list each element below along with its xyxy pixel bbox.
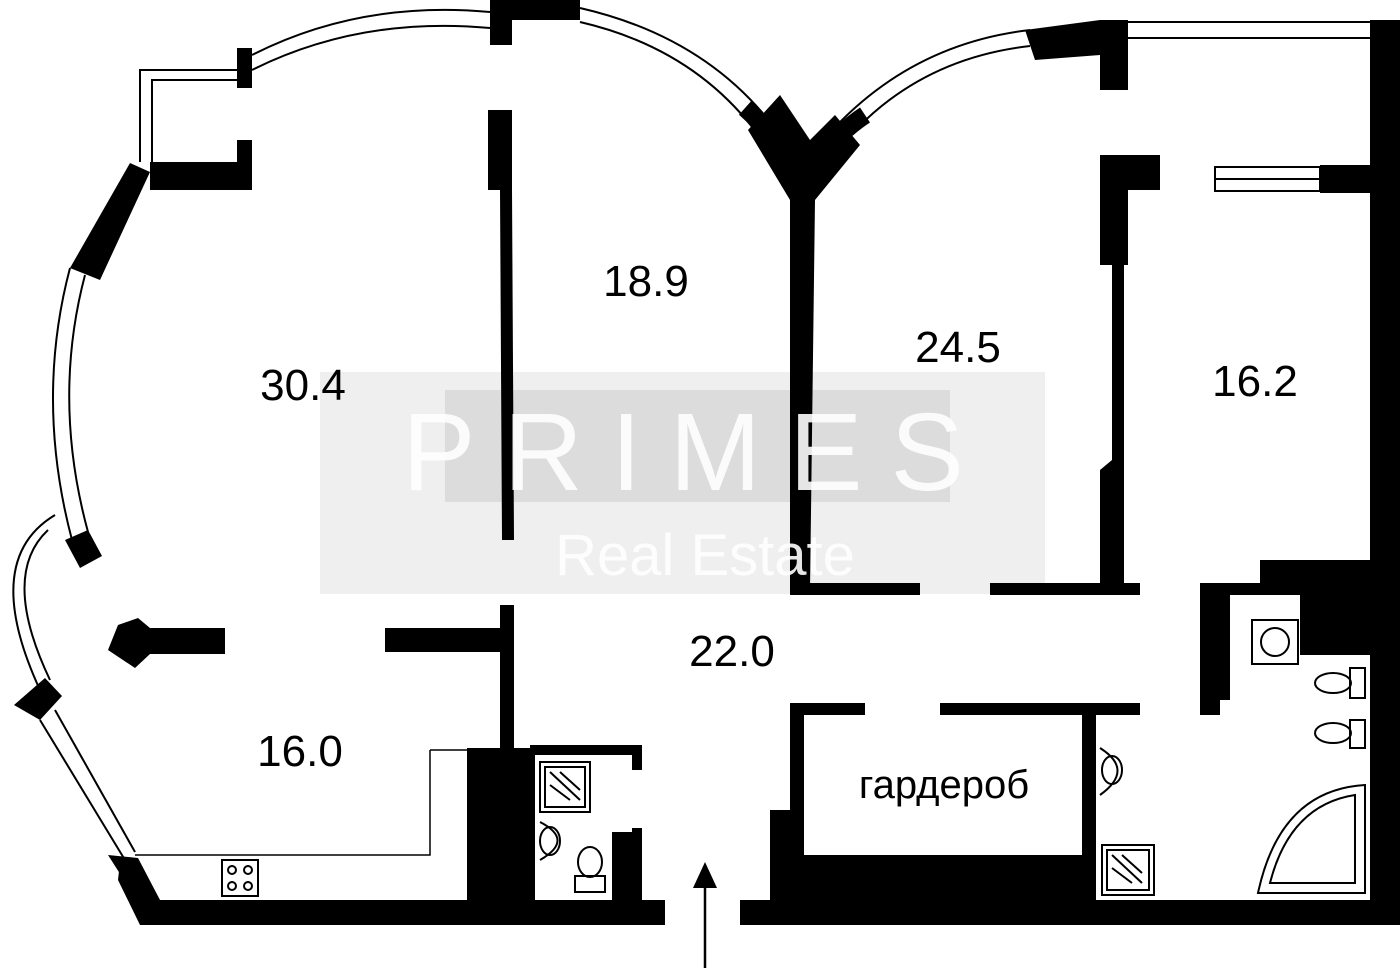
room-area-16-0: 16.0 <box>257 727 343 776</box>
room-area-16-2: 16.2 <box>1212 357 1298 406</box>
sink-icon <box>1099 747 1123 796</box>
watermark-subtitle: Real Estate <box>555 523 855 588</box>
entrance-arrow-icon <box>693 862 717 968</box>
room-area-18-9: 18.9 <box>603 257 689 306</box>
room-labels: 30.4 18.9 24.5 16.2 22.0 16.0 гардероб <box>257 257 1298 807</box>
kitchen-counter <box>135 749 467 856</box>
shower-icon <box>1101 844 1155 896</box>
sink-icon <box>539 821 561 861</box>
room-area-30-4: 30.4 <box>260 361 346 410</box>
watermark-text: PRIMES Real Estate <box>402 391 992 588</box>
watermark-brand: PRIMES <box>402 391 992 514</box>
washing-machine-icon <box>1251 619 1299 665</box>
room-area-22-0: 22.0 <box>689 627 775 676</box>
room-label-wardrobe: гардероб <box>859 763 1029 807</box>
watermark <box>320 372 1045 594</box>
toilet-icon <box>574 846 606 893</box>
shower-icon <box>539 761 591 813</box>
wall-arcs <box>738 101 871 171</box>
room-area-24-5: 24.5 <box>915 323 1001 372</box>
walls <box>14 0 1400 925</box>
bathtub-icon <box>1256 783 1366 894</box>
stove-icon <box>221 859 259 897</box>
toilet-icon <box>1314 667 1366 749</box>
